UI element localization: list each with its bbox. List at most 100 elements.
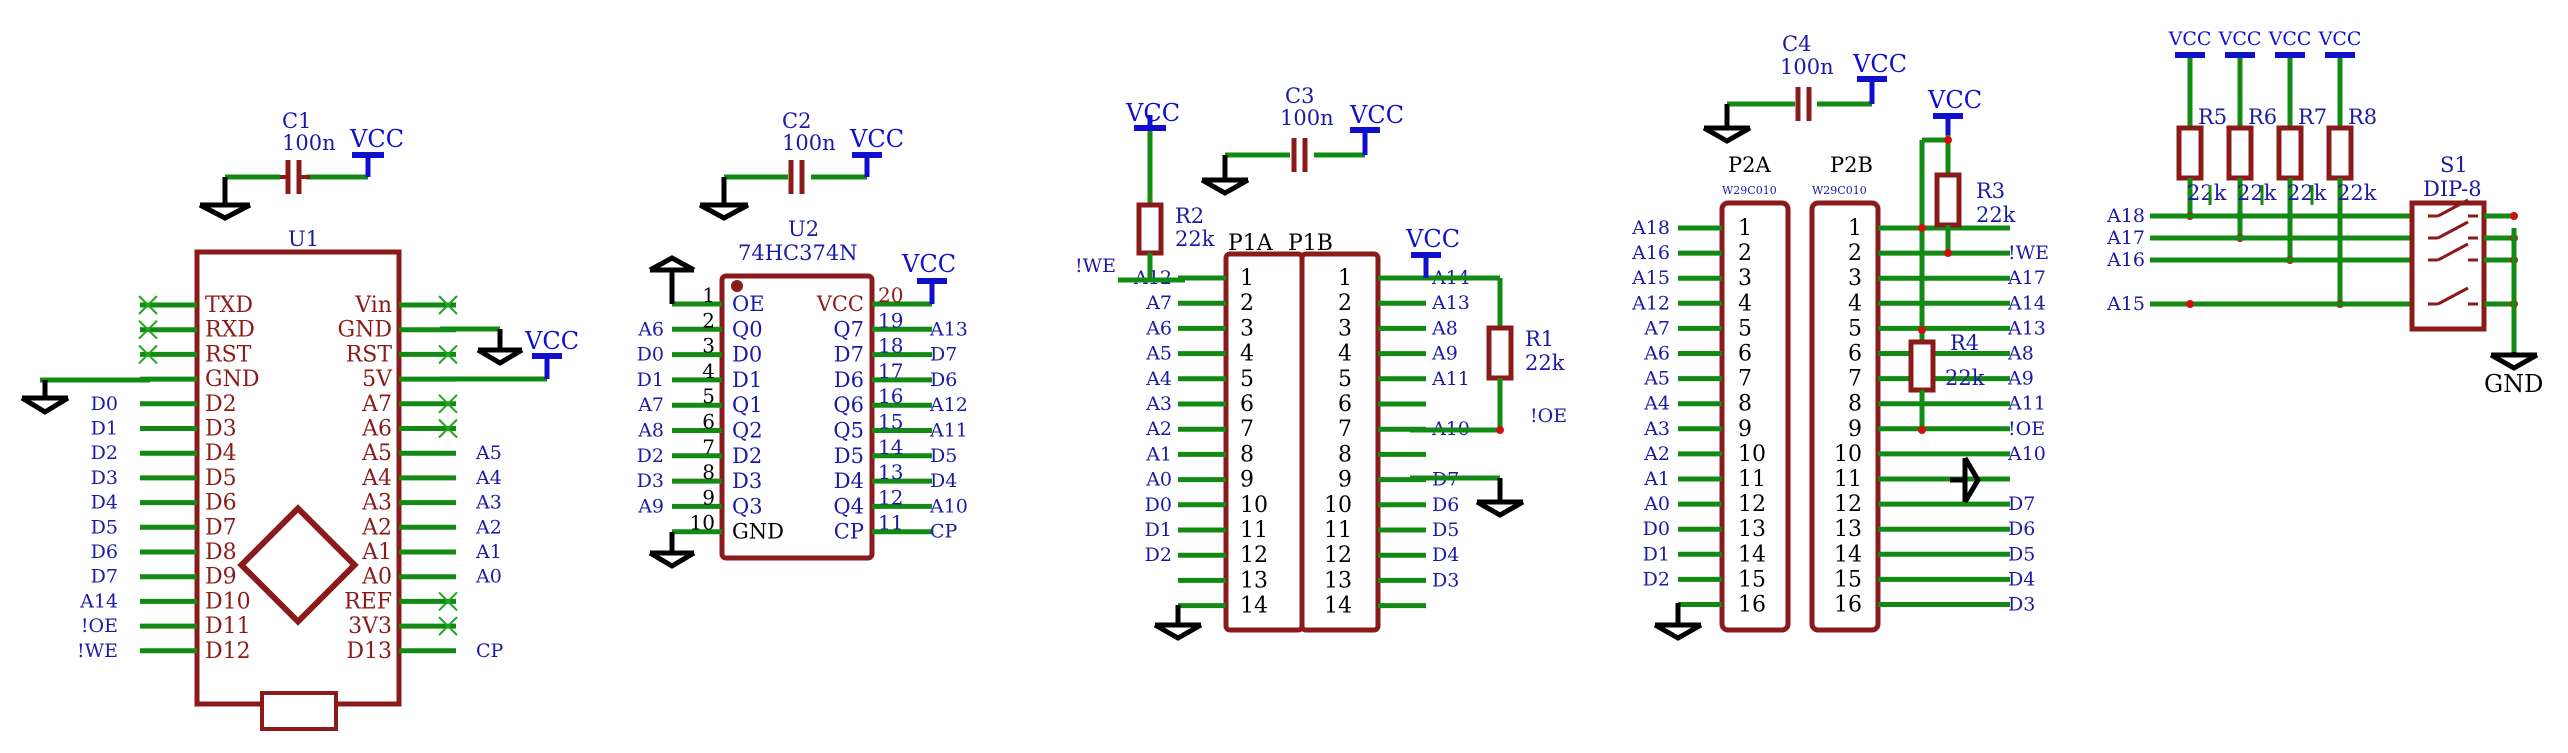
p2b-pin-number: 8 (1848, 392, 1862, 417)
u2-right-net: D6 (930, 369, 957, 391)
p1a-pin-number: 12 (1240, 543, 1268, 568)
p2a-net: D0 (1643, 518, 1670, 540)
u1-right-pin-name: REF (344, 589, 392, 614)
s1-section: VCCR522kVCCR622kVCCR722kVCCR822kA18A17A1… (2106, 28, 2543, 398)
s1-net-label: A15 (2106, 293, 2145, 315)
u2-left-pin-number: 3 (702, 334, 715, 358)
u2-right-pin-name: CP (834, 520, 864, 544)
c3-value: 100n (1280, 106, 1334, 130)
p1b-net: D6 (1432, 494, 1459, 516)
s1-net-label: A18 (2106, 205, 2145, 227)
u2-left-net: D0 (637, 344, 664, 366)
u1-left-net: D7 (91, 566, 118, 588)
p1a-net: A1 (1145, 443, 1172, 465)
p2-vcc-r3: VCC (1927, 86, 1982, 114)
p2b-pin-number: 4 (1848, 291, 1862, 316)
u2-right-net: A10 (929, 495, 968, 517)
u1-right-pin-name: A2 (361, 515, 392, 540)
u2-left-net: D1 (637, 369, 664, 391)
u1-left-net: D5 (91, 516, 118, 538)
u1-right-net: A4 (475, 467, 502, 489)
u1-right-net: A3 (475, 492, 502, 514)
p2a-net: A6 (1643, 343, 1670, 365)
resistor-body (2176, 125, 2204, 181)
p1b-pin-number: 10 (1324, 493, 1352, 518)
u1-right-pin-name: A3 (361, 491, 392, 516)
p1b-body (1299, 251, 1381, 633)
p1b-net: A8 (1431, 317, 1458, 339)
p2b-pin-number: 9 (1848, 417, 1862, 442)
no-connect-icon (138, 344, 158, 365)
p2a-pin-number: 1 (1738, 216, 1752, 241)
r1-value: 22k (1525, 351, 1565, 375)
p1b-pin-number: 3 (1338, 316, 1352, 341)
u2-left-net: A6 (637, 318, 664, 340)
p2b-pin-number: 10 (1834, 442, 1862, 467)
resistor-value: 22k (2187, 181, 2227, 205)
p2a-pin-number: 15 (1738, 567, 1766, 592)
ground-symbol-icon (1702, 104, 1752, 144)
no-connect-icon (438, 394, 458, 414)
u2-left-net: D2 (637, 445, 664, 467)
ground-symbol-icon (648, 255, 696, 273)
r4-refdes: R4 (1950, 331, 1979, 355)
c4-refdes: C4 (1782, 32, 1811, 56)
p1a-net: A3 (1145, 393, 1172, 415)
p2b-pin-number: 12 (1834, 492, 1862, 517)
p1b-pin-number: 6 (1338, 392, 1352, 417)
p2a-pin-number: 13 (1738, 517, 1766, 542)
p2a-net: A1 (1643, 468, 1670, 490)
p1-we-label: !WE (1075, 255, 1116, 277)
p2b-body (1809, 200, 1881, 633)
u2-left-pin-name: D2 (732, 444, 762, 468)
u2-right-net: D7 (930, 344, 957, 366)
p1b-pin-number: 8 (1338, 442, 1352, 467)
switch-lever (2437, 286, 2469, 306)
u2-right-net: A13 (929, 318, 968, 340)
p2a-net: A16 (1631, 242, 1670, 264)
p1a-pin-number: 13 (1240, 568, 1268, 593)
r1-refdes: R1 (1525, 327, 1554, 351)
u1-vcc-side: VCC (524, 327, 579, 355)
no-connect-stroke (438, 344, 458, 365)
p1b-net: D3 (1432, 569, 1459, 591)
s1-gnd-label: GND (2484, 370, 2543, 398)
p2a-pin-number: 10 (1738, 442, 1766, 467)
u1-right-pin-name: A0 (361, 565, 392, 590)
u2-right-net: D5 (930, 445, 957, 467)
p2b-net: D4 (2008, 568, 2035, 590)
u1-left-pin-name: D10 (205, 589, 251, 614)
s1-net-label: A17 (2106, 227, 2145, 249)
u1-right-pin-name: D13 (346, 639, 392, 664)
p2a-net: D2 (1643, 568, 1670, 590)
s1-vcc-label: VCC (2318, 28, 2362, 50)
c4-capacitor: C4 100n (1727, 32, 1872, 121)
p2b-net: D7 (2008, 493, 2035, 515)
p1b-net: D4 (1432, 544, 1459, 566)
u2-left-pin-number: 1 (702, 283, 715, 307)
u2-left-pin-name: Q3 (732, 494, 763, 518)
junction-dot (2510, 212, 2518, 220)
ground-symbol-icon (198, 177, 252, 221)
u1-left-net: !WE (77, 640, 118, 662)
p2b-net: !OE (2008, 418, 2045, 440)
u1-right-pin-name: A5 (361, 441, 392, 466)
p1a-pin-number: 14 (1240, 594, 1268, 619)
u2-right-pin-number: 20 (878, 283, 903, 307)
p2a-refdes: P2A (1728, 153, 1771, 177)
p1a-net: D0 (1145, 494, 1172, 516)
resistor-refdes: R5 (2198, 105, 2227, 129)
p2a-body (1719, 200, 1791, 633)
ground-symbol-icon (648, 550, 696, 569)
p1b-net: A13 (1431, 292, 1470, 314)
p2a-pin-number: 3 (1738, 266, 1752, 291)
p2a-net: A3 (1643, 418, 1670, 440)
p2b-pin-number: 2 (1848, 241, 1862, 266)
p2a-net: A12 (1631, 292, 1670, 314)
u1-left-pin-name: RXD (205, 318, 255, 343)
u2-vcc-top: VCC (849, 125, 904, 153)
u2-left-pin-number: 8 (702, 460, 715, 484)
r4-value: 22k (1945, 366, 1985, 390)
resistor-refdes: R8 (2348, 105, 2377, 129)
